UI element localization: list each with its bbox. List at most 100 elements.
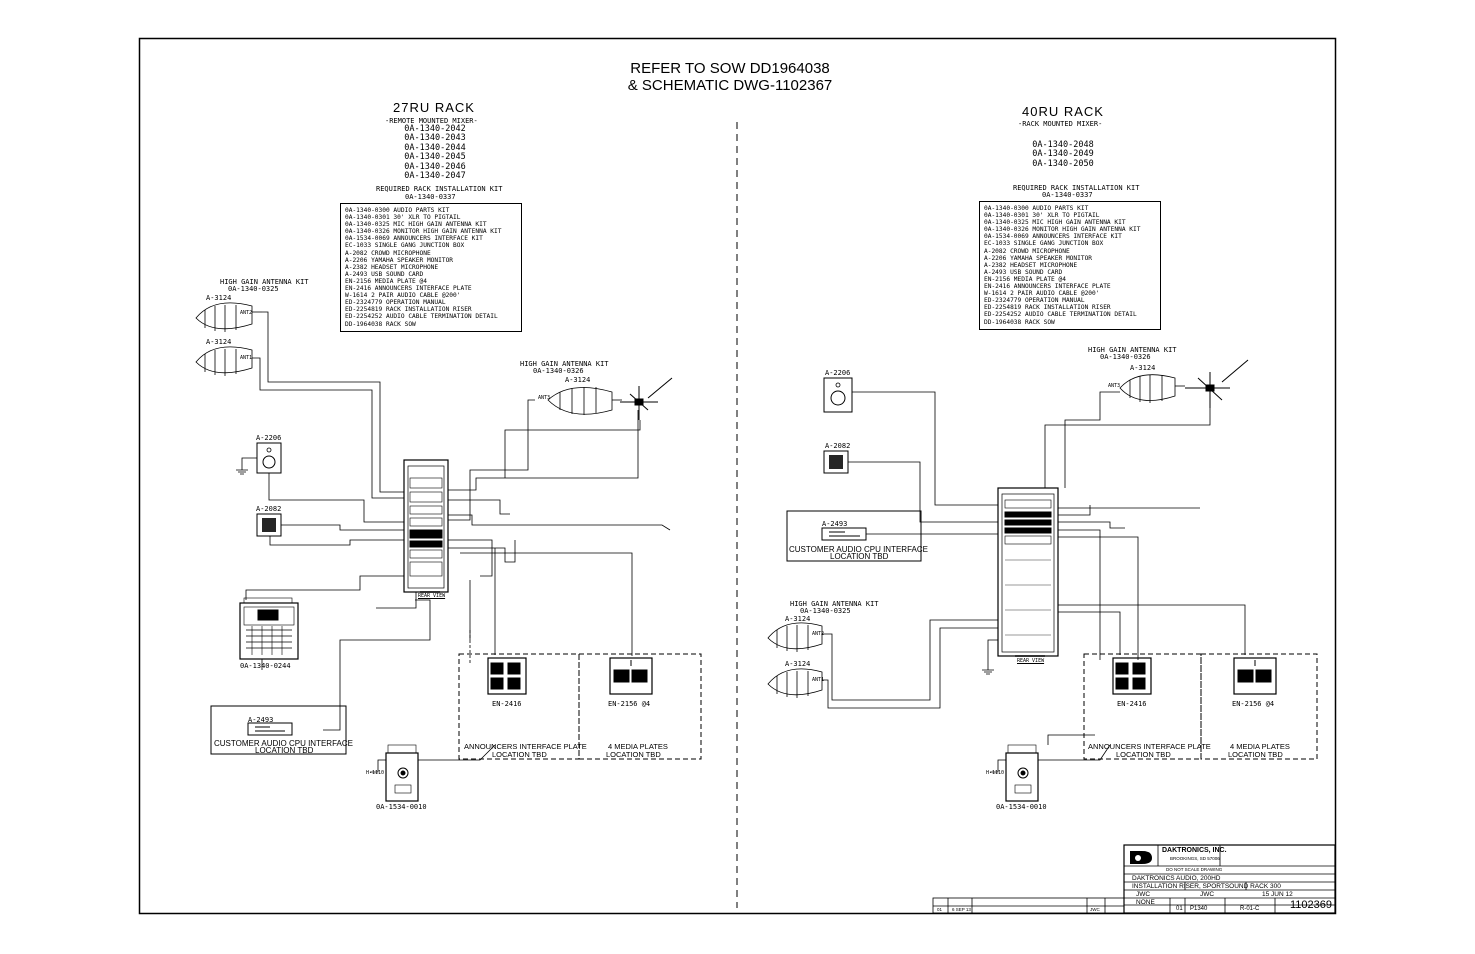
right-monitor-id: A-2206	[825, 369, 851, 377]
tb-company: DAKTRONICS, INC.	[1162, 847, 1227, 854]
left-cpu-label: CUSTOMER AUDIO CPU INTERFACE	[214, 739, 353, 748]
tb-sheet: 01	[1176, 906, 1183, 912]
right-cpu-location: LOCATION TBD	[830, 552, 889, 561]
tb-drawn: JWC	[1200, 891, 1215, 898]
tb-dwg: 1102369	[1290, 899, 1333, 911]
right-mic-id: A-2082	[825, 442, 851, 450]
left-announcer-box	[385, 744, 419, 802]
right-antenna-ant1	[767, 668, 823, 698]
left-cpu-location: LOCATION TBD	[255, 746, 314, 755]
tb-city: BROOKINGS, SD 57006	[1170, 856, 1220, 861]
right-rack-sub: -RACK MOUNTED MIXER-	[1018, 120, 1103, 128]
right-plate1	[1112, 657, 1152, 695]
left-req-kit-title: REQUIRED RACK INSTALLATION KIT	[376, 185, 503, 193]
left-plate2-id: EN-2156 @4	[608, 700, 651, 708]
right-antenna-kit-label: HIGH GAIN ANTENNA KIT	[1088, 346, 1177, 354]
right-plate1-area	[1083, 653, 1202, 760]
right-ant2-label: ANT2	[812, 631, 825, 637]
title-block-grid	[932, 844, 1336, 914]
right-cpu-label: CUSTOMER AUDIO CPU INTERFACE	[789, 545, 928, 554]
right-cpu-id: A-2493	[822, 520, 848, 528]
sheet-border	[138, 37, 1337, 915]
left-antenna-kit-label: HIGH GAIN ANTENNA KIT	[220, 278, 309, 286]
left-antenna-b: A-3124	[206, 338, 232, 346]
left-cpu-box	[210, 705, 347, 755]
right-dipole	[1185, 359, 1249, 408]
left-plate2-area	[578, 653, 702, 760]
right-antenna-c: A-3124	[785, 660, 811, 668]
right-plate1-label: ANNOUNCERS INTERFACE PLATE	[1088, 742, 1211, 751]
tb-dont-scale: DO NOT SCALE DRAWING	[1166, 867, 1223, 872]
left-mixer-id: 0A-1340-0244	[240, 662, 291, 670]
left-antenna-kit2-label: HIGH GAIN ANTENNA KIT	[520, 360, 609, 368]
tb-job: P1340	[1190, 906, 1208, 912]
header-line1: REFER TO SOW DD1964038	[630, 60, 830, 77]
tb-proj: DAKTRONICS AUDIO, 200HD	[1132, 875, 1221, 882]
left-mixer	[239, 597, 299, 660]
left-antenna-a: A-3124	[206, 294, 232, 302]
left-announcer-box-id: 0A-1534-0010	[376, 803, 427, 811]
right-antenna-kit2-num: 0A-1340-0325	[800, 607, 851, 615]
left-plate2-label: 4 MEDIA PLATES	[608, 742, 668, 751]
right-req-kit-num: 0A-1340-0337	[1042, 191, 1093, 199]
tb-rev-no: 01	[937, 907, 943, 912]
left-antenna-kit-num: 0A-1340-0325	[228, 285, 279, 293]
tb-title: INSTALLATION RISER, SPORTSOUND RACK 300	[1132, 883, 1281, 890]
left-ant1-label: ANT1	[240, 355, 253, 361]
left-rack	[403, 459, 449, 593]
left-monitor-id: A-2206	[256, 434, 282, 442]
tb-rev-by: JWC	[1090, 907, 1100, 912]
right-ant1-label: ANT1	[812, 677, 825, 683]
right-announcer-box-id: 0A-1534-0010	[996, 803, 1047, 811]
left-plate2-location: LOCATION TBD	[606, 750, 661, 759]
left-rack-title: 27RU RACK	[393, 100, 475, 115]
left-antenna-kit2-num: 0A-1340-0326	[533, 367, 584, 375]
right-antenna-ant2	[767, 622, 823, 652]
left-antenna-ant3	[547, 387, 622, 415]
right-antenna-a: A-3124	[1130, 364, 1156, 372]
right-plate2-label: 4 MEDIA PLATES	[1230, 742, 1290, 751]
right-plate1-location: LOCATION TBD	[1116, 750, 1171, 759]
header-line2: & SCHEMATIC DWG-1102367	[627, 77, 833, 94]
left-plate1-label: ANNOUNCERS INTERFACE PLATE	[464, 742, 587, 751]
right-antenna-b: A-3124	[785, 615, 811, 623]
left-plate1-id: EN-2416	[492, 700, 522, 708]
right-plate2-location: LOCATION TBD	[1228, 750, 1283, 759]
left-plate2	[609, 657, 653, 695]
left-plate1	[487, 657, 527, 695]
right-monitor-box	[823, 377, 853, 413]
left-plate1-location: LOCATION TBD	[492, 750, 547, 759]
left-rack-sub: -REMOTE MOUNTED MIXER-	[385, 117, 478, 125]
left-cpu-id: A-2493	[248, 716, 274, 724]
left-antenna-ant1	[195, 346, 253, 376]
right-antenna-ant3	[1119, 374, 1185, 403]
right-ant3-label: ANT3	[1108, 383, 1121, 389]
tb-rev-date: 6 SEP 13	[952, 907, 971, 912]
left-ant2-label: ANT2	[240, 310, 253, 316]
right-rear-view: REAR VIEW	[1017, 658, 1045, 664]
right-rack-title: 40RU RACK	[1022, 104, 1104, 119]
left-h1110: H-1110	[366, 770, 385, 776]
left-ant3-label: ANT3	[538, 395, 551, 401]
tb-date: 15 JUN 12	[1262, 891, 1293, 898]
tb-rev: R-01-C	[1240, 906, 1260, 912]
left-req-kit-num: 0A-1340-0337	[405, 193, 456, 201]
right-req-kit-title: REQUIRED RACK INSTALLATION KIT	[1013, 184, 1140, 192]
right-antenna-kit-num: 0A-1340-0326	[1100, 353, 1151, 361]
right-announcer-box	[1005, 744, 1039, 802]
left-antenna-c: A-3124	[565, 376, 591, 384]
left-dipole	[620, 377, 673, 420]
right-plate2-id: EN-2156 @4	[1232, 700, 1275, 708]
right-h1110: H-1110	[986, 770, 1005, 776]
right-plate2	[1233, 657, 1277, 695]
left-mic-id: A-2082	[256, 505, 282, 513]
left-rear-view: REAR VIEW	[418, 593, 446, 599]
right-plate2-area	[1200, 653, 1318, 760]
right-plate1-id: EN-2416	[1117, 700, 1147, 708]
left-antenna-ant2	[195, 302, 262, 332]
